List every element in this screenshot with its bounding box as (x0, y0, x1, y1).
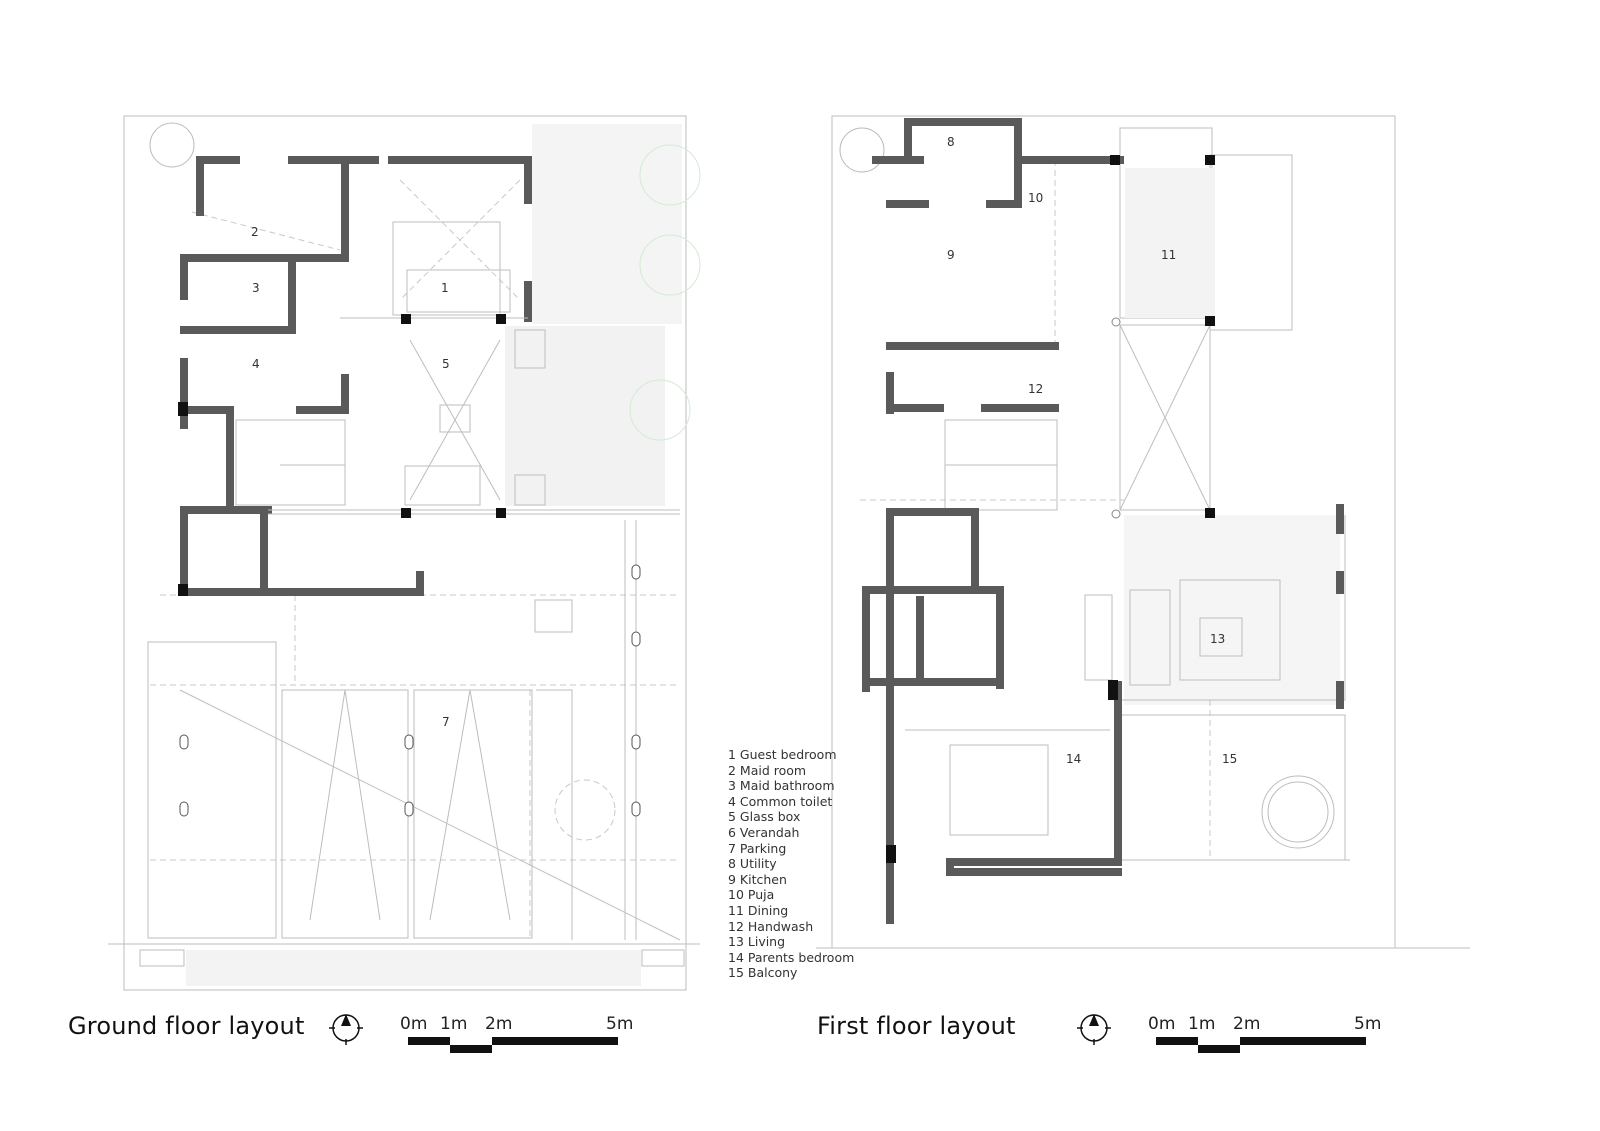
tree-icon (149, 122, 195, 168)
north-arrow-icon (1077, 1014, 1111, 1045)
legend-item: 11 Dining (728, 902, 789, 918)
room-legend: 1 Guest bedroom 2 Maid room 3 Maid bathr… (728, 747, 854, 981)
legend-item: 12 Handwash (728, 918, 814, 934)
room-label-1: 1 (441, 281, 449, 295)
room-label-10: 10 (1028, 191, 1043, 205)
room-label-15: 15 (1222, 752, 1237, 766)
legend-item: 14 Parents bedroom (728, 949, 855, 965)
ground-floor-title: Ground floor layout (68, 1012, 305, 1040)
garden-strip (532, 124, 682, 324)
scale-label: 5m (606, 1014, 633, 1034)
legend-item: 8 Utility (728, 856, 777, 872)
room-label-9: 9 (947, 248, 955, 262)
scale-label: 0m (1148, 1014, 1175, 1034)
verandah-deck (505, 326, 665, 506)
legend-item: 13 Living (728, 934, 786, 950)
scale-label: 5m (1354, 1014, 1381, 1034)
ground-scale-bar: 0m 1m 2m 5m (400, 1014, 633, 1053)
scale-label: 2m (485, 1014, 512, 1034)
legend-item: 6 Verandah (728, 824, 800, 840)
legend-item: 10 Puja (728, 887, 775, 903)
scale-label: 1m (440, 1014, 467, 1034)
ground-plot-boundary (123, 115, 687, 991)
legend-item: 9 Kitchen (728, 871, 787, 887)
legend-item: 2 Maid room (728, 762, 807, 778)
room-label-13: 13 (1210, 632, 1225, 646)
room-label-3: 3 (252, 281, 260, 295)
first-floor-title: First floor layout (817, 1012, 1016, 1040)
scale-label: 0m (400, 1014, 427, 1034)
ground-floor-plan: 1 2 3 4 5 7 (108, 115, 701, 991)
north-arrow-icon (329, 1014, 363, 1045)
scale-label: 1m (1188, 1014, 1215, 1034)
room-label-8: 8 (947, 135, 955, 149)
legend-item: 3 Maid bathroom (728, 778, 835, 794)
legend-item: 7 Parking (728, 840, 787, 856)
room-label-14: 14 (1066, 752, 1081, 766)
legend-item: 15 Balcony (728, 965, 798, 981)
legend-item: 4 Common toilet (728, 793, 833, 809)
room-label-2: 2 (251, 225, 259, 239)
room-label-5: 5 (442, 357, 450, 371)
room-label-7: 7 (442, 715, 450, 729)
legend-item: 5 Glass box (728, 809, 801, 825)
legend-item: 1 Guest bedroom (728, 747, 837, 762)
room-label-12: 12 (1028, 382, 1043, 396)
first-scale-bar: 0m 1m 2m 5m (1148, 1014, 1381, 1053)
first-floor-plan: 8 9 10 11 12 13 14 15 (816, 115, 1470, 949)
room-label-4: 4 (252, 357, 260, 371)
room-label-11: 11 (1161, 248, 1176, 262)
scale-label: 2m (1233, 1014, 1260, 1034)
